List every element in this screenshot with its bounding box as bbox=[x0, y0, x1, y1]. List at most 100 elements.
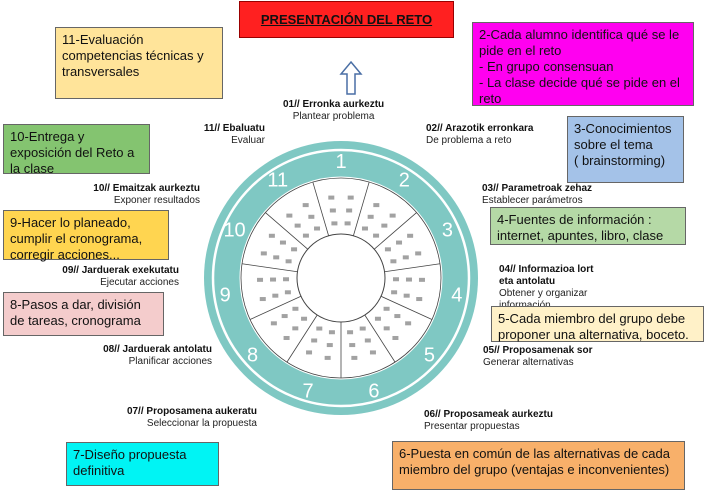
segment-sketch bbox=[367, 214, 374, 219]
segment-sketch bbox=[270, 321, 277, 326]
segment-sketch bbox=[308, 214, 315, 219]
up-arrow-icon bbox=[339, 60, 363, 95]
wheel-number-3: 3 bbox=[442, 219, 453, 241]
title-banner: PRESENTACIÓN DEL RETO bbox=[239, 1, 454, 38]
segment-divider bbox=[286, 314, 318, 363]
segment-divider bbox=[373, 212, 417, 250]
segment-sketch bbox=[284, 290, 291, 295]
note-7: 7-Diseño propuesta definitiva bbox=[66, 442, 219, 486]
note-2: 2-Cada alumno identifica qué se le pide … bbox=[472, 22, 694, 106]
segment-sketch bbox=[392, 335, 399, 340]
segment-border bbox=[240, 177, 442, 379]
segment-sketch bbox=[285, 259, 292, 264]
note-8: 8-Pasos a dar, división de tareas, crono… bbox=[3, 292, 164, 336]
segment-sketch bbox=[273, 255, 280, 260]
segment-sketch bbox=[418, 277, 425, 282]
segment-sketch bbox=[347, 195, 354, 200]
note-4: 4-Fuentes de información : internet, apu… bbox=[490, 207, 686, 245]
wheel-number-6: 6 bbox=[368, 380, 379, 402]
segment-sketch bbox=[279, 240, 286, 245]
note-9: 9-Hacer lo planeado, cumplir el cronogra… bbox=[3, 210, 169, 262]
segment-divider bbox=[312, 181, 329, 236]
segment-sketch bbox=[405, 321, 412, 326]
note-10: 10-Entrega y exposición del Reto a la cl… bbox=[3, 124, 150, 176]
segment-sketch bbox=[381, 223, 388, 228]
segment-sketch bbox=[283, 335, 290, 340]
wheel-number-8: 8 bbox=[247, 345, 258, 367]
segment-divider bbox=[353, 181, 370, 236]
segment-sketch bbox=[283, 277, 290, 282]
inner-segments bbox=[240, 177, 442, 379]
segment-sketch bbox=[402, 255, 409, 260]
segment-sketch bbox=[294, 223, 301, 228]
segment-sketch bbox=[359, 326, 366, 331]
wheel-number-2: 2 bbox=[399, 170, 410, 192]
segment-sketch bbox=[390, 259, 397, 264]
segment-sketch bbox=[291, 247, 298, 252]
segment-sketch bbox=[391, 290, 398, 295]
segment-sketch bbox=[302, 203, 309, 208]
segment-sketch bbox=[384, 247, 391, 252]
segment-sketch bbox=[328, 195, 335, 200]
wheel-number-7: 7 bbox=[302, 380, 313, 402]
note-11: 11-Evaluación competencias técnicas y tr… bbox=[55, 27, 223, 99]
wheel-number-5: 5 bbox=[424, 345, 435, 367]
segment-sketch bbox=[349, 343, 356, 348]
segment-sketch bbox=[257, 277, 264, 282]
segment-divider bbox=[265, 212, 309, 250]
wheel-number-11: 11 bbox=[267, 170, 288, 192]
segment-sketch bbox=[272, 293, 279, 298]
segment-sketch bbox=[394, 314, 401, 319]
segment-sketch bbox=[373, 233, 380, 238]
segment-sketch bbox=[403, 293, 410, 298]
segment-sketch bbox=[329, 208, 336, 213]
note-5: 5-Cada miembro del grupo debe proponer u… bbox=[491, 306, 704, 342]
segment-sketch bbox=[292, 306, 299, 311]
segment-sketch bbox=[415, 251, 422, 256]
segment-sketch bbox=[396, 240, 403, 245]
wheel-number-9: 9 bbox=[220, 285, 231, 307]
segment-sketch bbox=[326, 343, 333, 348]
segment-sketch bbox=[405, 277, 412, 282]
segment-sketch bbox=[347, 330, 354, 335]
segment-divider bbox=[241, 263, 298, 273]
segment-sketch bbox=[351, 355, 358, 360]
segment-sketch bbox=[389, 213, 396, 218]
segment-sketch bbox=[324, 355, 331, 360]
segment-sketch bbox=[281, 314, 288, 319]
note-3: 3-Conocimientos sobre el tema ( brainsto… bbox=[567, 116, 684, 183]
wheel-number-10: 10 bbox=[223, 219, 245, 241]
segment-sketch bbox=[259, 297, 266, 302]
segment-sketch bbox=[374, 316, 381, 321]
segment-sketch bbox=[311, 338, 318, 343]
center-circle bbox=[296, 233, 386, 323]
segment-sketch bbox=[314, 226, 321, 231]
wheel-number-1: 1 bbox=[335, 151, 346, 173]
segment-sketch bbox=[416, 297, 423, 302]
segment-sketch bbox=[260, 251, 267, 256]
segment-sketch bbox=[302, 233, 309, 238]
segment-divider bbox=[384, 263, 441, 273]
wheel-numbers: 1 2 3 4 5 6 7 8 9 10 11 bbox=[220, 151, 463, 402]
wheel-number-4: 4 bbox=[451, 285, 462, 307]
segment-sketch bbox=[383, 326, 390, 331]
segment-sketch bbox=[361, 226, 368, 231]
segment-sketch bbox=[373, 203, 380, 208]
segment-sketch bbox=[407, 233, 414, 238]
segment-sketch bbox=[306, 350, 313, 355]
segment-sketch bbox=[369, 350, 376, 355]
ring-outline bbox=[211, 148, 471, 408]
segment-sketch bbox=[301, 316, 308, 321]
